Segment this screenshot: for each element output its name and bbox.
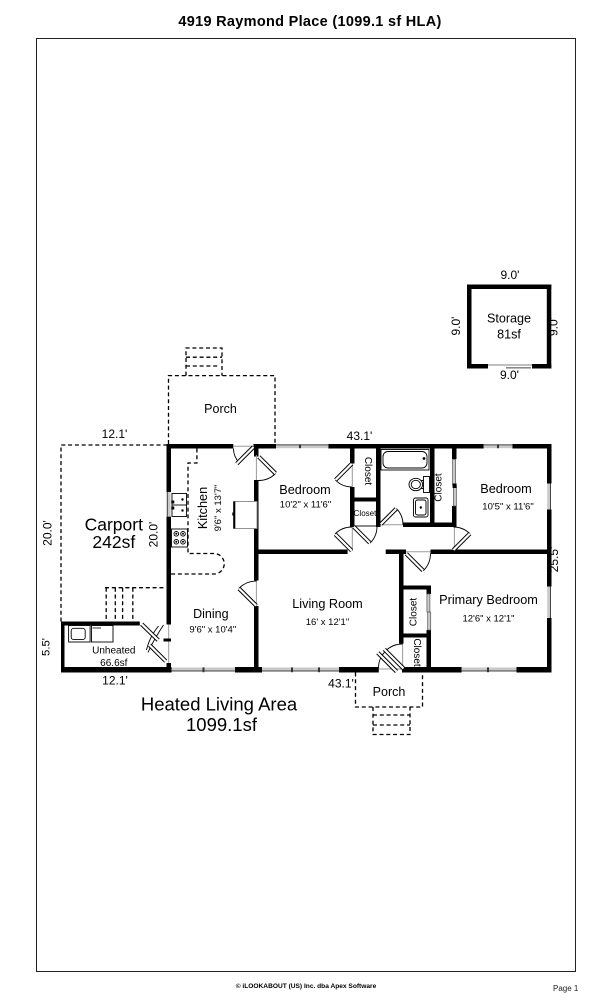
svg-text:81sf: 81sf	[497, 328, 521, 342]
svg-text:Dining: Dining	[193, 607, 228, 621]
svg-text:16' x 12'1": 16' x 12'1"	[306, 617, 349, 628]
svg-text:Porch: Porch	[373, 685, 406, 699]
svg-text:10'2" x 11'6": 10'2" x 11'6"	[280, 500, 331, 511]
svg-text:Heated Living Area: Heated Living Area	[141, 694, 298, 715]
svg-text:9.0': 9.0'	[449, 317, 463, 336]
svg-text:Closet: Closet	[411, 638, 422, 667]
svg-text:Storage: Storage	[487, 312, 531, 326]
svg-text:Closet: Closet	[354, 509, 377, 518]
svg-text:Unheated: Unheated	[92, 646, 135, 657]
svg-text:Carport: Carport	[85, 515, 143, 535]
svg-text:66.6sf: 66.6sf	[100, 658, 127, 669]
svg-text:12'6" x 12'1": 12'6" x 12'1"	[462, 614, 514, 625]
svg-text:43.1': 43.1'	[328, 677, 354, 691]
svg-text:9'6" x 13'7": 9'6" x 13'7"	[213, 485, 224, 532]
svg-text:242sf: 242sf	[92, 532, 135, 552]
svg-text:12.1': 12.1'	[102, 427, 128, 441]
svg-text:43.1': 43.1'	[347, 429, 373, 443]
svg-text:Bedroom: Bedroom	[480, 482, 531, 496]
svg-text:10'5" x 11'6": 10'5" x 11'6"	[482, 502, 533, 513]
svg-text:Closet: Closet	[434, 473, 445, 502]
svg-text:1099.1sf: 1099.1sf	[186, 714, 258, 735]
svg-text:20.0': 20.0'	[147, 522, 161, 548]
svg-text:20.0': 20.0'	[41, 520, 55, 546]
svg-text:9.0': 9.0'	[500, 368, 519, 382]
svg-text:Closet: Closet	[409, 598, 420, 627]
svg-text:25.5': 25.5'	[547, 547, 561, 573]
svg-text:9.0': 9.0'	[547, 317, 561, 336]
svg-text:Kitchen: Kitchen	[196, 487, 210, 529]
svg-text:12.1': 12.1'	[102, 674, 128, 688]
svg-text:9.0': 9.0'	[501, 268, 520, 282]
svg-text:Primary Bedroom: Primary Bedroom	[439, 593, 538, 607]
svg-text:9'6" x 10'4": 9'6" x 10'4"	[189, 625, 236, 636]
svg-text:5.5': 5.5'	[41, 638, 53, 656]
svg-text:Porch: Porch	[204, 402, 237, 416]
svg-text:Living Room: Living Room	[292, 597, 363, 611]
svg-text:Closet: Closet	[362, 457, 373, 486]
svg-text:Bedroom: Bedroom	[279, 483, 330, 497]
